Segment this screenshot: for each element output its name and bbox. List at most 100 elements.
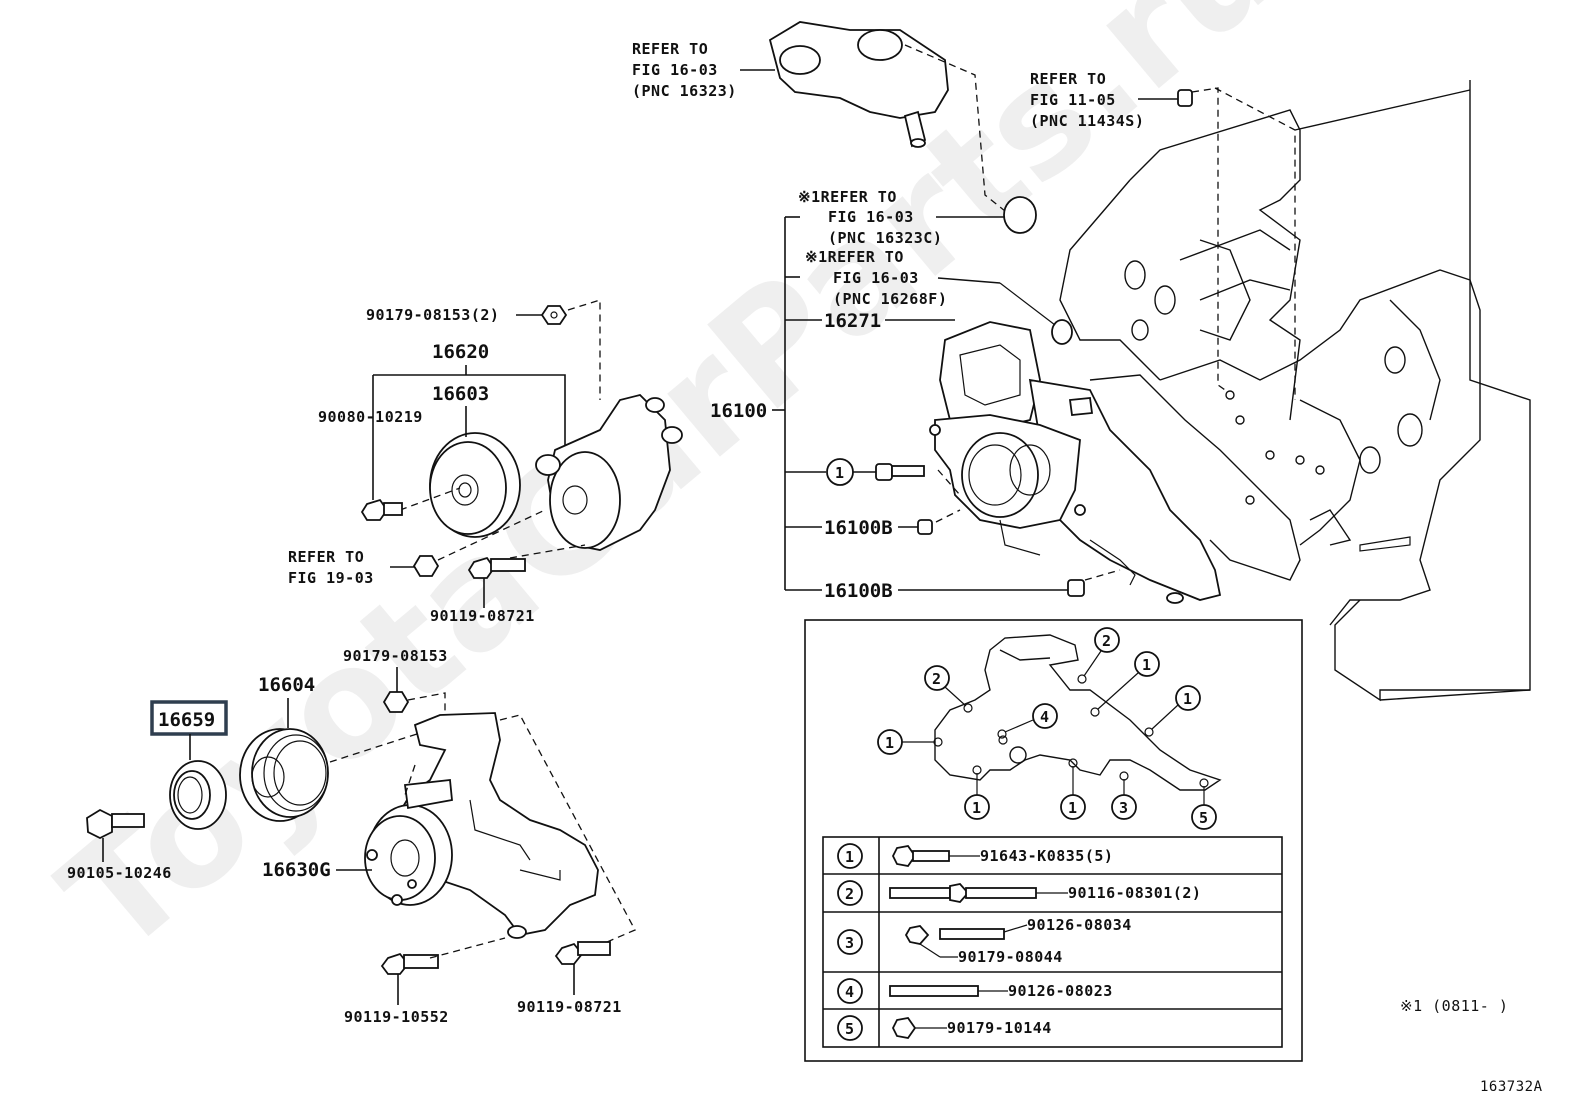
part-16630g[interactable]: 16630G (262, 859, 331, 881)
svg-text:FIG 11-05: FIG 11-05 (1030, 91, 1116, 109)
svg-text:REFER TO: REFER TO (1030, 70, 1106, 88)
refer-callout-16323c[interactable]: ※1REFER TO FIG 16-03 (PNC 16323C) (798, 188, 1004, 247)
svg-text:1: 1 (1142, 656, 1151, 674)
svg-text:※1REFER TO: ※1REFER TO (798, 188, 897, 206)
svg-text:(PNC 16323): (PNC 16323) (632, 82, 737, 100)
detail-marker-1-top-right[interactable]: 1 (1090, 651, 1160, 717)
svg-text:4: 4 (1040, 708, 1049, 726)
fan-bracket-16630g[interactable] (364, 712, 599, 939)
svg-text:REFER TO: REFER TO (288, 548, 364, 566)
bolt-table-row-4[interactable]: 4 90126-08023 (837, 978, 1113, 1004)
refer-callout-16268f[interactable]: ※1REFER TO FIG 16-03 (PNC 16268F) (805, 248, 1001, 308)
bolt-table-row-5[interactable]: 5 90179-10144 (837, 1015, 1052, 1041)
refer-callout-16323[interactable]: REFER TO FIG 16-03 (PNC 16323) (632, 40, 775, 100)
guide (329, 732, 421, 763)
svg-text:3: 3 (845, 934, 854, 952)
detail-marker-1-bottom-left[interactable]: 1 (964, 765, 990, 820)
detail-bolt-point (998, 735, 1008, 745)
part-16100b-lower[interactable]: 16100B (824, 580, 893, 602)
part-16604[interactable]: 16604 (258, 674, 315, 696)
svg-text:90116-08301(2): 90116-08301(2) (1068, 884, 1201, 902)
part-16603[interactable]: 16603 (432, 383, 489, 405)
svg-text:FIG 16-03: FIG 16-03 (632, 61, 718, 79)
pump-bolt-guide (1084, 569, 1121, 581)
part-90119-08721-upper[interactable]: 90119-08721 (430, 607, 535, 625)
svg-text:2: 2 (845, 885, 854, 903)
refer-callout-fig1903[interactable]: REFER TO FIG 19-03 (288, 548, 440, 587)
bolt-table-row-3[interactable]: 3 90179-08044 90126-08034 (837, 916, 1132, 966)
figure-id: 163732A (1480, 1079, 1543, 1095)
svg-text:16659: 16659 (158, 709, 215, 731)
gasket-16323c[interactable] (1003, 196, 1037, 234)
svg-text:1: 1 (1183, 690, 1192, 708)
svg-text:90126-08034: 90126-08034 (1027, 916, 1132, 934)
svg-text:1: 1 (845, 848, 854, 866)
svg-text:91643-K0835(5): 91643-K0835(5) (980, 847, 1113, 865)
callout-circle-1[interactable]: 1 (826, 458, 854, 486)
water-pump-drawing (929, 321, 1301, 604)
thermostat-housing-drawing (768, 21, 1011, 216)
bolt-90119-08721-upper[interactable] (467, 556, 526, 579)
bolt-table-row-2[interactable]: 2 90116-08301(2) (837, 880, 1201, 906)
spacer-16659[interactable] (169, 760, 227, 830)
detail-marker-4[interactable]: 4 (997, 703, 1058, 739)
footnote: ※1 (0811- ) (1400, 997, 1508, 1015)
part-90105-10246[interactable]: 90105-10246 (67, 864, 172, 882)
bolt-table (822, 836, 1283, 1048)
bolt-circle1[interactable] (875, 463, 925, 481)
detail-panel (804, 619, 1303, 1062)
svg-text:1: 1 (972, 799, 981, 817)
svg-text:4: 4 (845, 983, 854, 1001)
part-16100[interactable]: 16100 (710, 400, 767, 422)
svg-text:2: 2 (1102, 632, 1111, 650)
svg-text:FIG 19-03: FIG 19-03 (288, 569, 374, 587)
svg-text:90179-10144: 90179-10144 (947, 1019, 1052, 1037)
detail-marker-5[interactable]: 5 (1191, 778, 1217, 830)
bracket-16100 (772, 216, 826, 591)
guide (407, 692, 446, 712)
leader-line (999, 282, 1056, 326)
guide (399, 487, 461, 511)
detail-marker-2-left[interactable]: 2 (924, 665, 973, 713)
part-90119-10552[interactable]: 90119-10552 (344, 1008, 449, 1026)
part-90080-10219[interactable]: 90080-10219 (318, 408, 423, 426)
idler-pulley-16603[interactable] (429, 432, 521, 538)
svg-text:2: 2 (932, 670, 941, 688)
part-90179-08153-2[interactable]: 90179-08153(2) (366, 306, 499, 324)
refer-callout-11434s[interactable]: REFER TO FIG 11-05 (PNC 11434S) (1030, 70, 1229, 393)
guide (509, 544, 586, 559)
part-16620[interactable]: 16620 (432, 341, 489, 363)
detail-marker-1-left[interactable]: 1 (877, 729, 943, 755)
bracket-16620 (373, 374, 566, 445)
bolt-90119-10552[interactable] (380, 952, 439, 975)
svg-text:FIG 16-03: FIG 16-03 (828, 208, 914, 226)
dowel-pin-16100b[interactable] (917, 519, 933, 535)
nut-90179-08153[interactable] (540, 305, 568, 325)
part-16271[interactable]: 16271 (824, 310, 881, 332)
guide (437, 509, 546, 561)
bolt-90105-10246[interactable] (86, 808, 145, 840)
part-90119-08721-lower[interactable]: 90119-08721 (517, 998, 622, 1016)
part-90179-08153[interactable]: 90179-08153 (343, 647, 448, 665)
dowel-pin-16100b[interactable] (1067, 579, 1085, 597)
bolt-90119-08721-lower[interactable] (554, 941, 611, 965)
detail-marker-1-right[interactable]: 1 (1144, 685, 1201, 737)
pulley-16604[interactable] (239, 728, 329, 822)
svg-text:FIG 16-03: FIG 16-03 (833, 269, 919, 287)
bolt-table-row-1[interactable]: 1 91643-K0835(5) (837, 843, 1113, 869)
bolt-90080-10219[interactable] (360, 498, 403, 521)
guide (429, 937, 506, 959)
detail-marker-1-bottom-mid[interactable]: 1 (1060, 758, 1086, 820)
detail-marker-3[interactable]: 3 (1111, 771, 1137, 820)
part-16100b-upper[interactable]: 16100B (824, 517, 893, 539)
part-16659-highlighted[interactable]: 16659 (150, 700, 228, 736)
pump-bolt-guide (937, 469, 961, 496)
svg-text:REFER TO: REFER TO (632, 40, 708, 58)
o-ring-16268f[interactable] (1051, 319, 1073, 345)
detail-housing-outline (934, 634, 1222, 791)
detail-marker-2-top[interactable]: 2 (1077, 627, 1120, 684)
tensioner-16620[interactable] (535, 394, 683, 551)
nut-90179-08153-lower[interactable] (382, 691, 410, 713)
svg-text:1: 1 (1068, 799, 1077, 817)
